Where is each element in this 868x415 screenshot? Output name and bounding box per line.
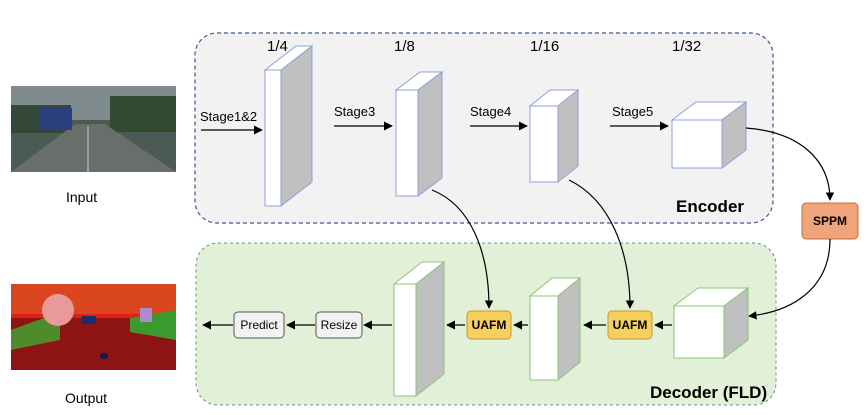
encoder-to-sppm-arrow — [745, 127, 835, 201]
scale-label-3: 1/16 — [530, 38, 559, 55]
encoder-block-1 — [263, 44, 314, 208]
encoder-block-3 — [528, 88, 580, 184]
skip-arrow-stage4 — [568, 179, 635, 309]
input-image — [11, 86, 176, 172]
resize-node — [315, 311, 363, 339]
encoder-block-4 — [670, 101, 748, 169]
uafm-node-1 — [466, 310, 512, 340]
predict-label: Predict — [240, 318, 278, 332]
resize-label: Resize — [321, 318, 358, 332]
decoder-block-3 — [392, 260, 446, 398]
predict-node — [233, 311, 285, 339]
sppm-label: SPPM — [813, 214, 847, 228]
encoder-label: Encoder — [676, 197, 744, 216]
stage-label-4: Stage5 — [612, 104, 653, 119]
scale-label-2: 1/8 — [394, 38, 415, 55]
uafm-label-1: UAFM — [472, 318, 507, 332]
output-image — [11, 284, 176, 370]
uafm-label-2: UAFM — [613, 318, 648, 332]
scale-label-1: 1/4 — [267, 38, 288, 55]
skip-arrow-stage3 — [431, 189, 494, 309]
decoder-label: Decoder (FLD) — [650, 383, 767, 402]
stage-label-1: Stage1&2 — [200, 109, 257, 124]
uafm-node-2 — [607, 310, 653, 340]
stage-label-2: Stage3 — [334, 104, 375, 119]
encoder-panel — [194, 32, 774, 224]
decoder-block-2 — [528, 276, 582, 382]
scale-label-4: 1/32 — [672, 38, 701, 55]
stage-label-3: Stage4 — [470, 104, 511, 119]
decoder-block-1 — [672, 287, 750, 359]
sppm-to-decoder-arrow — [748, 238, 831, 320]
input-label: Input — [66, 189, 97, 205]
encoder-block-2 — [394, 71, 444, 197]
output-label: Output — [65, 390, 107, 406]
